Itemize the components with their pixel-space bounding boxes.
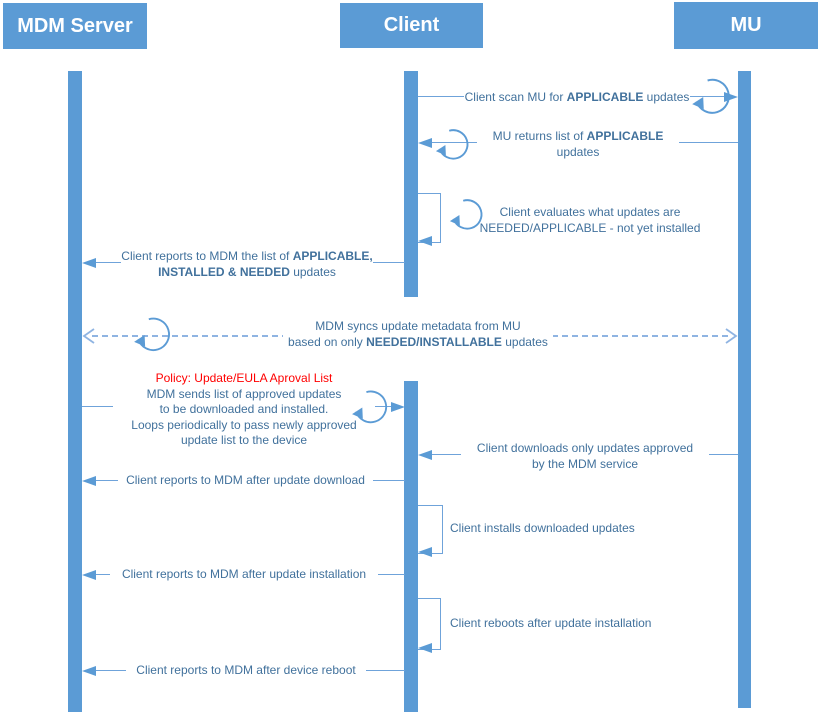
actor-mu: MU [674, 2, 818, 49]
message-line-2: by the MDM service [531, 456, 639, 471]
message-line-1: MU returns list of APPLICABLE [477, 129, 679, 145]
message-text: Client scan MU for [464, 90, 567, 104]
message-line-2: INSTALLED & NEEDED updates [121, 265, 373, 281]
message-line-1: Client downloads only updates approved [476, 441, 694, 455]
actor-mu-label: MU [730, 14, 762, 36]
message-text: Client reports to MDM the list of [121, 249, 293, 263]
message-text-bold: APPLICABLE [566, 90, 644, 104]
actor-client-label: Client [383, 14, 440, 36]
message-text-bold: APPLICABLE [586, 129, 664, 143]
actor-client: Client [340, 3, 483, 48]
message-client-evaluates: Client evaluates what updates are NEEDED… [465, 205, 715, 236]
arrowhead-left-icon [418, 643, 432, 653]
message-line-2: based on only NEEDED/INSTALLABLE updates [283, 335, 553, 351]
arrowhead-left-icon [82, 258, 96, 268]
message-mdm-sends-approved: Policy: Update/EULA Aproval List MDM sen… [113, 371, 375, 449]
lifeline-mu [738, 71, 751, 708]
message-client-reboots: Client reboots after update installation [450, 616, 680, 632]
message-line-2: NEEDED/APPLICABLE - not yet installed [479, 220, 701, 235]
message-text: Client installs downloaded updates [450, 521, 635, 535]
arrowhead-left-icon [82, 476, 96, 486]
message-client-installs: Client installs downloaded updates [450, 521, 660, 537]
open-arrowhead-left-icon [82, 328, 96, 344]
message-line-1: Client reports to MDM the list of APPLIC… [121, 249, 373, 265]
message-client-scan-mu: Client scan MU for APPLICABLE updates [464, 90, 690, 106]
loop-arrow-icon [448, 196, 486, 234]
message-client-downloads: Client downloads only updates approved b… [461, 441, 709, 472]
message-client-reports-list: Client reports to MDM the list of APPLIC… [121, 249, 373, 280]
lifeline-mdm [68, 71, 82, 712]
message-report-after-install: Client reports to MDM after update insta… [110, 567, 378, 583]
message-text: MU returns list of [492, 129, 587, 143]
message-text: updates [501, 334, 548, 349]
open-arrowhead-right-icon [724, 328, 738, 344]
message-text: updates [289, 264, 336, 279]
message-text: Client reports to MDM after device reboo… [136, 663, 356, 677]
message-line-2: updates [556, 144, 600, 159]
loop-arrow-icon [350, 387, 391, 428]
message-mu-returns-list: MU returns list of APPLICABLE updates [477, 129, 679, 160]
message-text: Client reboots after update installation [450, 616, 652, 630]
message-line-1: MDM syncs update metadata from MU [315, 319, 521, 333]
message-text: Client reports to MDM after update downl… [126, 473, 365, 487]
message-report-after-download: Client reports to MDM after update downl… [118, 473, 373, 489]
message-line-1: Client evaluates what updates are [499, 205, 681, 219]
arrowhead-left-icon [82, 666, 96, 676]
arrowhead-left-icon [418, 450, 432, 460]
message-line-4: update list to the device [180, 433, 308, 447]
arrowhead-left-icon [82, 570, 96, 580]
actor-mdm-server: MDM Server [3, 3, 147, 49]
message-text-bold: NEEDED/INSTALLABLE [366, 334, 502, 349]
actor-mdm-server-label: MDM Server [17, 14, 133, 37]
lifeline-client-activation-2 [404, 381, 418, 712]
policy-label: Policy: Update/EULA Aproval List [155, 371, 333, 385]
arrowhead-right-icon [724, 92, 738, 102]
lifeline-client-activation-1 [404, 71, 418, 297]
message-line-2: to be downloaded and installed. [159, 402, 329, 416]
message-text: based on only [288, 334, 367, 349]
loop-arrow-icon [434, 126, 472, 164]
loop-arrow-icon [132, 314, 174, 356]
arrowhead-left-icon [418, 138, 432, 148]
message-line-1: MDM sends list of approved updates [146, 386, 342, 401]
arrowhead-left-icon [418, 547, 432, 557]
message-text-bold: INSTALLED & NEEDED [158, 264, 290, 279]
arrowhead-right-icon [391, 402, 405, 412]
message-line-3: Loops periodically to pass newly approve… [131, 417, 357, 432]
message-report-after-reboot: Client reports to MDM after device reboo… [126, 663, 366, 679]
loop-arrow-icon [690, 75, 734, 119]
message-text-bold: APPLICABLE, [292, 249, 373, 263]
message-mdm-syncs: MDM syncs update metadata from MU based … [283, 319, 553, 350]
arrowhead-left-icon [418, 236, 432, 246]
message-text: Client reports to MDM after update insta… [121, 567, 367, 581]
message-text: updates [643, 90, 690, 104]
